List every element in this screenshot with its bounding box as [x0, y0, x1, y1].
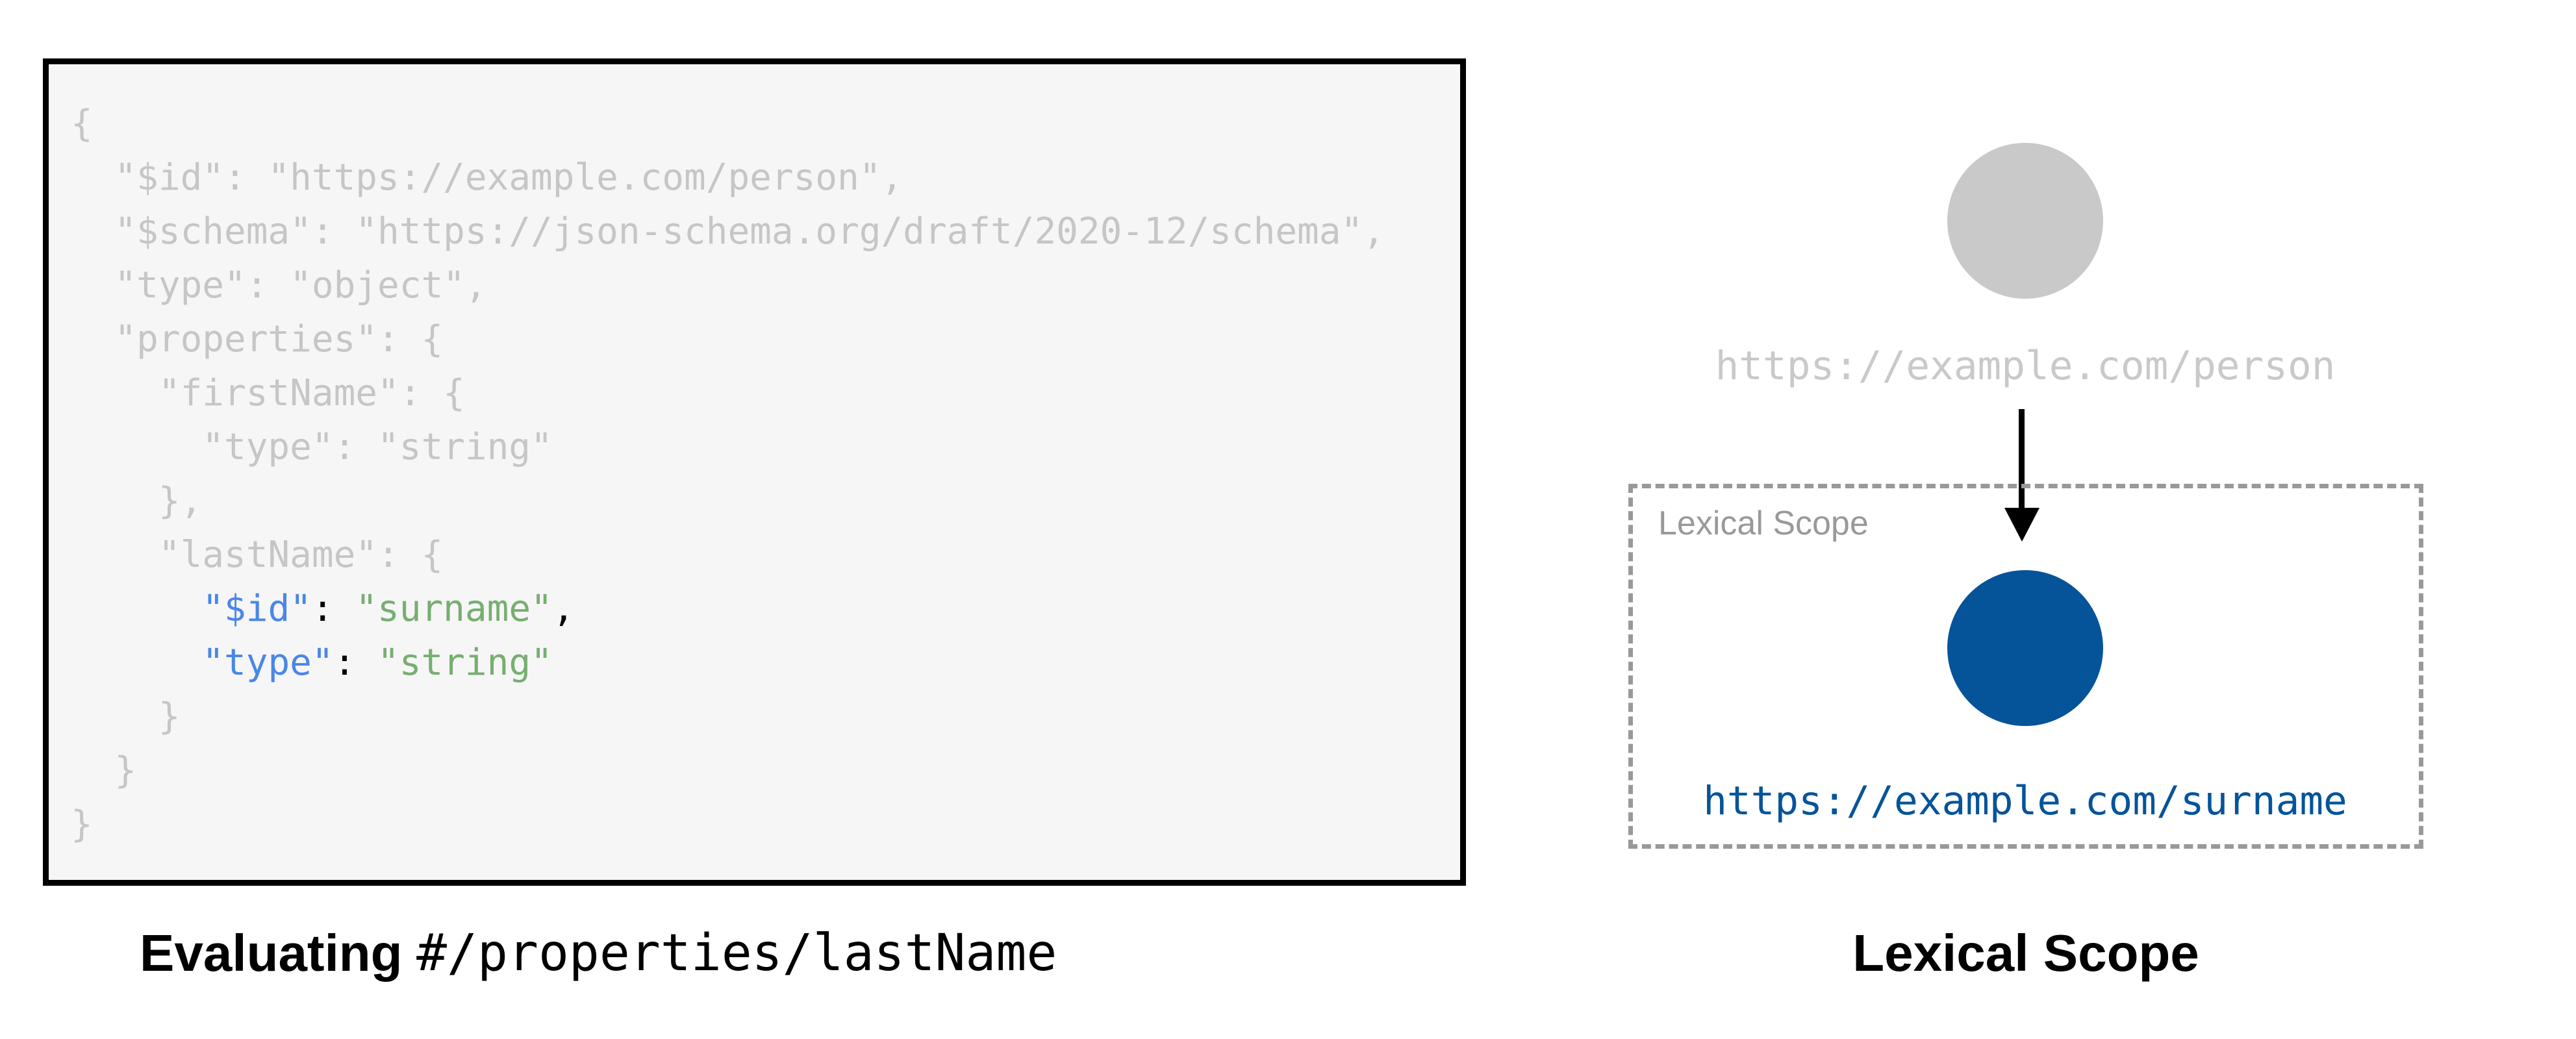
arrow-down-icon [2004, 508, 2039, 542]
schema-code-panel: { "$id": "https://example.com/person", "… [43, 58, 1466, 886]
parent-schema-node [1947, 143, 2103, 299]
evaluating-caption-pointer: #/properties/lastName [416, 924, 1057, 983]
code-line: "type": "object", [71, 264, 487, 307]
code-line: } [71, 749, 137, 792]
code-line: "type": "string" [71, 426, 553, 468]
parent-schema-uri-label: https://example.com/person [1715, 343, 2336, 389]
child-schema-uri-label: https://example.com/surname [1703, 778, 2347, 824]
evaluating-caption-bold: Evaluating [140, 924, 403, 982]
code-line: "firstName": { [71, 372, 465, 414]
code-line: }, [71, 480, 203, 522]
flow-arrow-line [2019, 409, 2025, 512]
child-schema-node [1947, 570, 2103, 726]
code-line: "$schema": "https://json-schema.org/draf… [71, 210, 1385, 253]
lexical-scope-box [1628, 484, 2423, 849]
code-line: { [71, 103, 93, 145]
code-line: "$id": "surname", [202, 588, 575, 630]
lexical-scope-box-label: Lexical Scope [1658, 505, 1869, 542]
code-line: } [71, 803, 93, 845]
code-line: "$id": "https://example.com/person", [71, 156, 903, 199]
code-line: "lastName": { [71, 534, 444, 576]
lexical-scope-caption: Lexical Scope [1852, 924, 2199, 982]
evaluating-caption: Evaluating#/properties/lastName [140, 914, 1057, 992]
code-line: "properties": { [71, 318, 444, 360]
schema-code: { "$id": "https://example.com/person", "… [71, 97, 1460, 851]
code-line: "type": "string" [202, 642, 553, 684]
code-line: } [71, 695, 181, 738]
